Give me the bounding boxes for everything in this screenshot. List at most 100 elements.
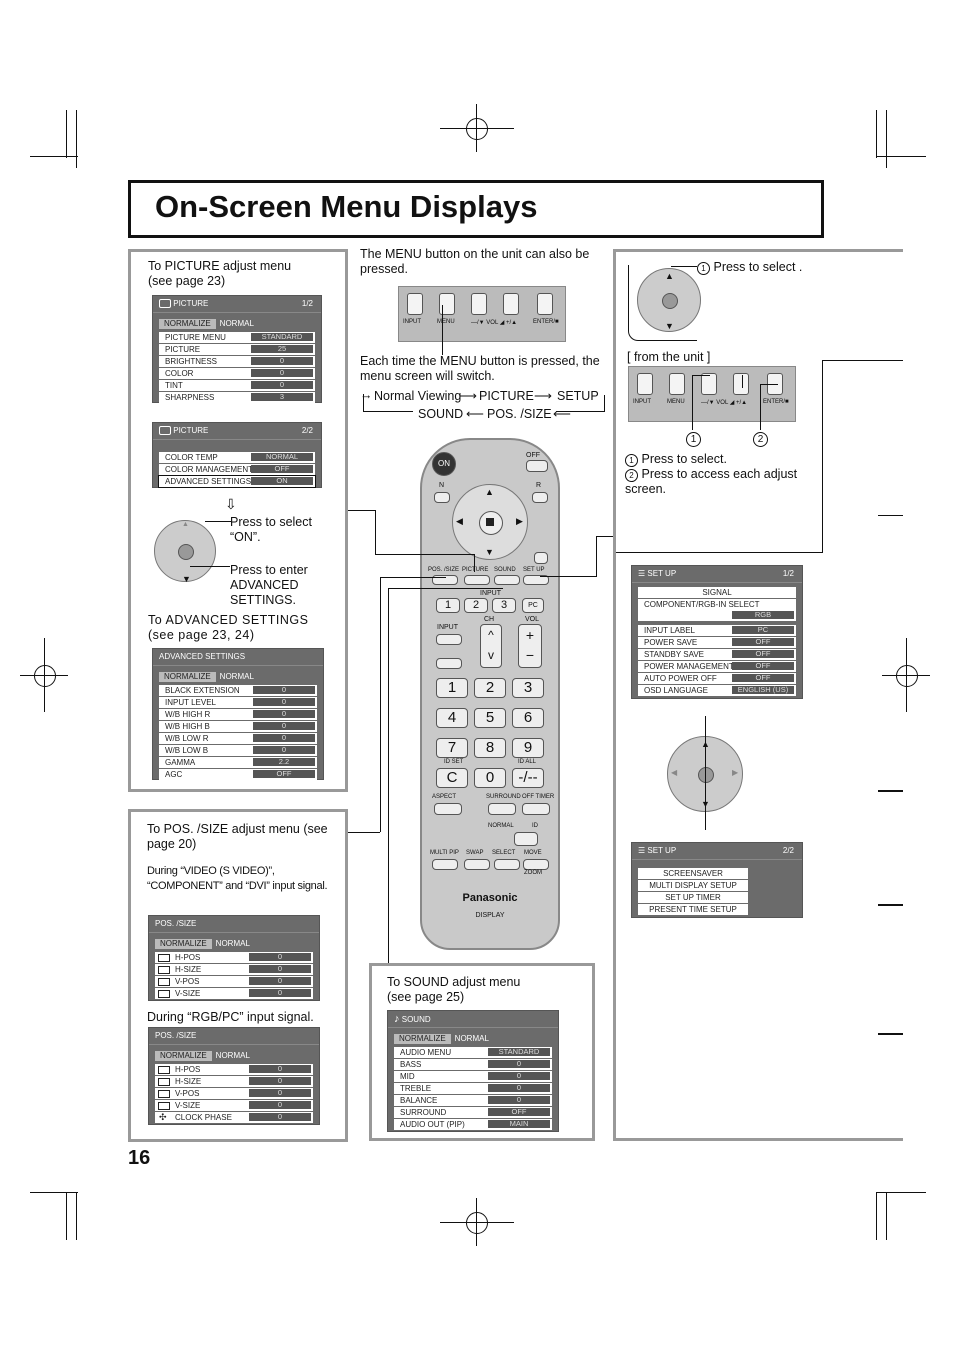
unit-menu-button[interactable] (439, 293, 455, 315)
digit-button[interactable]: 4 (436, 708, 468, 728)
sound-button[interactable] (494, 575, 520, 585)
digit-button[interactable]: 0 (474, 768, 506, 788)
surround-button[interactable] (488, 803, 516, 815)
component-select-row[interactable]: COMPONENT/RGB-IN SELECT (638, 599, 796, 610)
digit-button[interactable]: 3 (512, 678, 544, 698)
volume-rocker[interactable]: +− (518, 624, 542, 668)
digit-button[interactable]: 6 (512, 708, 544, 728)
off-timer-button[interactable] (522, 803, 550, 815)
unit-enter-button[interactable] (537, 293, 553, 315)
osd-row[interactable]: MULTI DISPLAY SETUP (638, 880, 748, 891)
power-off-button[interactable] (526, 460, 548, 472)
osd-row[interactable]: SET UP TIMER (638, 892, 748, 903)
setup-button[interactable] (523, 575, 549, 585)
power-on-button[interactable]: ON (432, 452, 456, 476)
unit-vol-down-button[interactable] (471, 293, 487, 315)
unit-vol-up-button[interactable] (733, 373, 749, 395)
picture-button[interactable] (464, 575, 490, 585)
digit-button[interactable]: -/-- (512, 768, 544, 788)
select-button[interactable] (494, 859, 520, 870)
unit-vol-up-button[interactable] (503, 293, 519, 315)
unit-menu-button[interactable] (669, 373, 685, 395)
swap-button[interactable] (464, 859, 490, 870)
input-pc-button[interactable]: PC (522, 598, 544, 613)
digit-button[interactable]: 7 (436, 738, 468, 758)
aspect-button[interactable] (434, 803, 462, 815)
signal-row[interactable]: SIGNAL (638, 587, 796, 598)
pos-size-button[interactable] (432, 575, 458, 585)
digit-button[interactable]: C (436, 768, 468, 788)
digit-button[interactable]: 1 (436, 678, 468, 698)
digit-button[interactable]: 9 (512, 738, 544, 758)
input-button[interactable] (436, 634, 462, 645)
r-button[interactable] (532, 492, 548, 503)
digit-button[interactable]: 8 (474, 738, 506, 758)
osd-row[interactable]: AUDIO OUT (PIP)MAIN (394, 1119, 552, 1130)
unit-vol-down-button[interactable] (701, 373, 717, 395)
digit-button[interactable]: 5 (474, 708, 506, 728)
move-button[interactable] (523, 859, 549, 870)
channel-rocker[interactable]: ^v (480, 624, 502, 668)
circled-2-icon: 2 (625, 469, 638, 482)
unit-input-button[interactable] (637, 373, 653, 395)
n-button[interactable] (434, 492, 450, 503)
input-3-button[interactable]: 3 (492, 598, 516, 613)
mute-button[interactable] (436, 658, 462, 669)
digit-button[interactable]: 2 (474, 678, 506, 698)
unit-input-button[interactable] (407, 293, 423, 315)
normal-button[interactable] (514, 832, 538, 846)
multi-pip-button[interactable] (432, 859, 458, 870)
input-1-button[interactable]: 1 (436, 598, 460, 613)
osd-row[interactable]: PRESENT TIME SETUP (638, 904, 748, 915)
osd-row[interactable]: SCREENSAVER (638, 868, 748, 879)
navigation-pad[interactable]: ▲ ▼ ◀ ▶ (452, 484, 528, 560)
recall-button[interactable] (534, 552, 548, 564)
component-value-row[interactable]: RGB (638, 610, 796, 621)
input-2-button[interactable]: 2 (464, 598, 488, 613)
